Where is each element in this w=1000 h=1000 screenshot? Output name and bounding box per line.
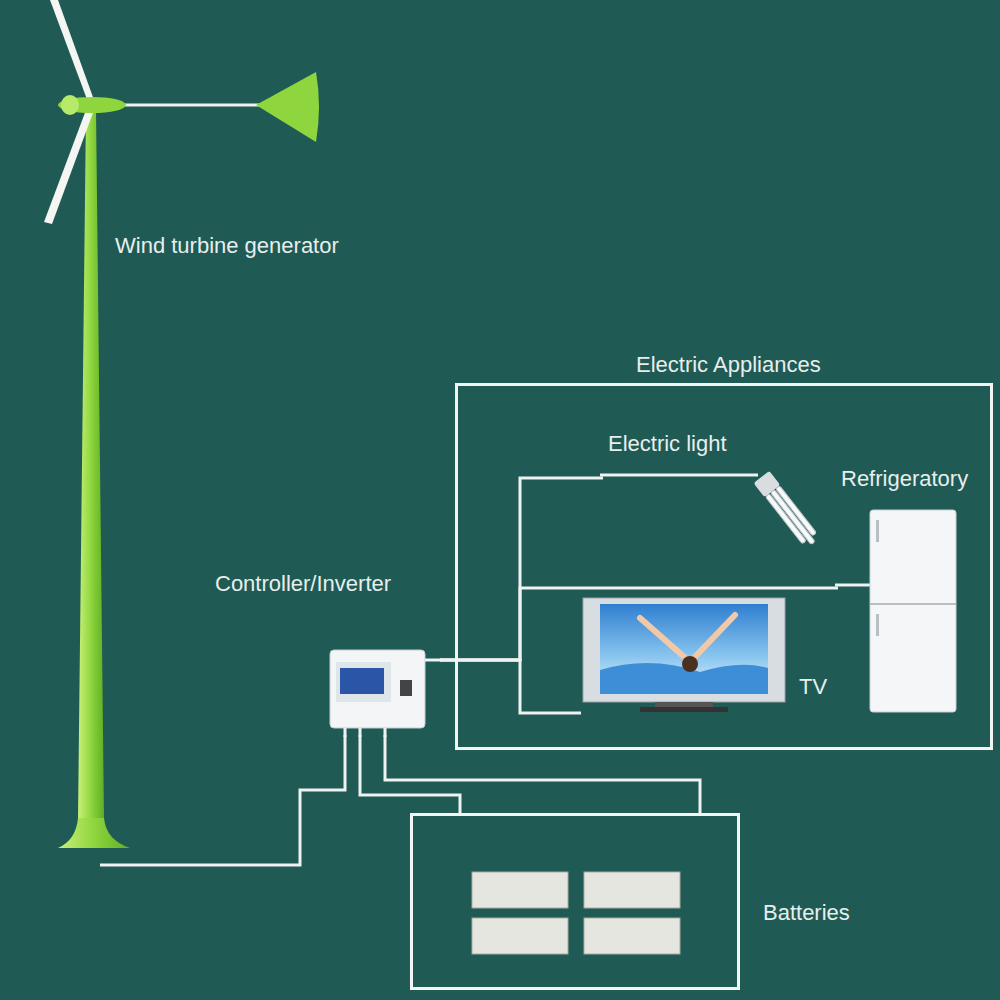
wire-stub xyxy=(835,584,872,587)
turbine-blade xyxy=(50,0,94,102)
inverter-switch xyxy=(400,680,412,696)
battery xyxy=(472,918,568,954)
fridge-door-line xyxy=(870,603,956,605)
controller-node: Controller/Inverter xyxy=(210,568,440,735)
fridge-handle xyxy=(876,614,879,636)
fridge-node: Refrigeratory xyxy=(838,463,993,718)
tv-figure xyxy=(682,656,698,672)
tower-base xyxy=(58,818,130,848)
wire xyxy=(100,735,345,865)
node-label: Electric light xyxy=(608,431,727,457)
battery xyxy=(584,918,680,954)
bulb-tube xyxy=(776,486,817,536)
batteries-group: Batteries xyxy=(410,813,740,990)
turbine-tower xyxy=(78,110,104,820)
refrigerator xyxy=(870,510,956,712)
wire-stub xyxy=(600,474,758,477)
node-label: TV xyxy=(799,674,827,700)
inverter-panel xyxy=(336,662,391,702)
wire xyxy=(440,660,581,713)
turbine-blade xyxy=(44,110,94,224)
wire-stub xyxy=(425,659,441,662)
battery xyxy=(584,872,680,908)
turbine-hub xyxy=(61,95,79,115)
node-label: Wind turbine generator xyxy=(115,233,339,259)
tv-stand xyxy=(655,702,713,707)
tv-screen xyxy=(600,604,768,694)
wire xyxy=(360,735,460,813)
battery xyxy=(472,872,568,908)
tail-vane xyxy=(256,72,319,142)
inverter-device xyxy=(330,650,425,728)
tv-node: TV xyxy=(581,598,833,723)
tv-figure xyxy=(640,615,735,662)
turbine-node: Wind turbine generator xyxy=(40,90,380,865)
light-node: Electric light xyxy=(603,428,853,548)
light-bulb xyxy=(754,471,821,550)
fridge-handle xyxy=(876,520,879,542)
node-label: Batteries xyxy=(763,900,850,926)
wire xyxy=(385,735,700,813)
tv-frame xyxy=(583,598,785,702)
inverter-display xyxy=(340,668,384,694)
node-label: Electric Appliances xyxy=(636,352,821,378)
appliances-group: Electric AppliancesElectric lightRefrige… xyxy=(455,383,993,750)
node-label: Controller/Inverter xyxy=(215,571,391,597)
wire xyxy=(440,588,838,660)
tv-stand xyxy=(640,707,728,712)
bulb-tube xyxy=(770,490,815,545)
node-label: Refrigeratory xyxy=(841,466,968,492)
